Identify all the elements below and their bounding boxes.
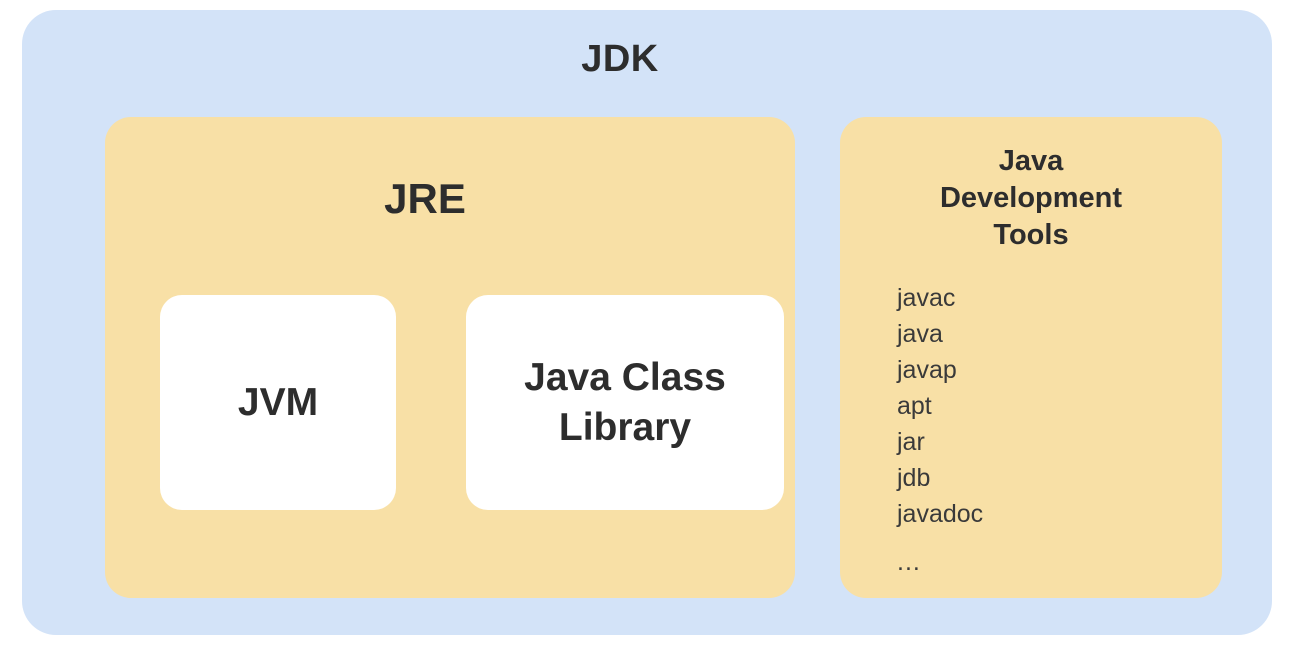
jdk-container: JDK JRE JVM Java Class Library Java Deve…	[22, 10, 1272, 635]
java-class-library-card-label: Java Class Library	[524, 355, 726, 449]
list-item: jdb	[897, 464, 931, 492]
list-item: javap	[897, 356, 957, 384]
list-item-more: ...	[897, 548, 921, 576]
jvm-card: JVM	[160, 295, 396, 510]
java-development-tools-title: Java Development Tools	[939, 145, 1123, 251]
java-development-tools-panel: Java Development Tools javac java javap …	[840, 117, 1222, 598]
jdk-title: JDK	[581, 38, 659, 80]
java-development-tools-list: javac java javap apt jar jdb javadoc ...	[897, 280, 983, 580]
java-class-library-card: Java Class Library	[466, 295, 784, 510]
list-item: java	[897, 320, 943, 348]
jre-panel: JRE JVM Java Class Library	[105, 117, 795, 598]
jre-title: JRE	[384, 175, 466, 222]
list-item: javac	[897, 284, 956, 312]
list-item: apt	[897, 392, 932, 420]
list-item: javadoc	[897, 500, 984, 528]
jvm-card-label: JVM	[237, 380, 319, 424]
list-item: jar	[897, 428, 925, 456]
